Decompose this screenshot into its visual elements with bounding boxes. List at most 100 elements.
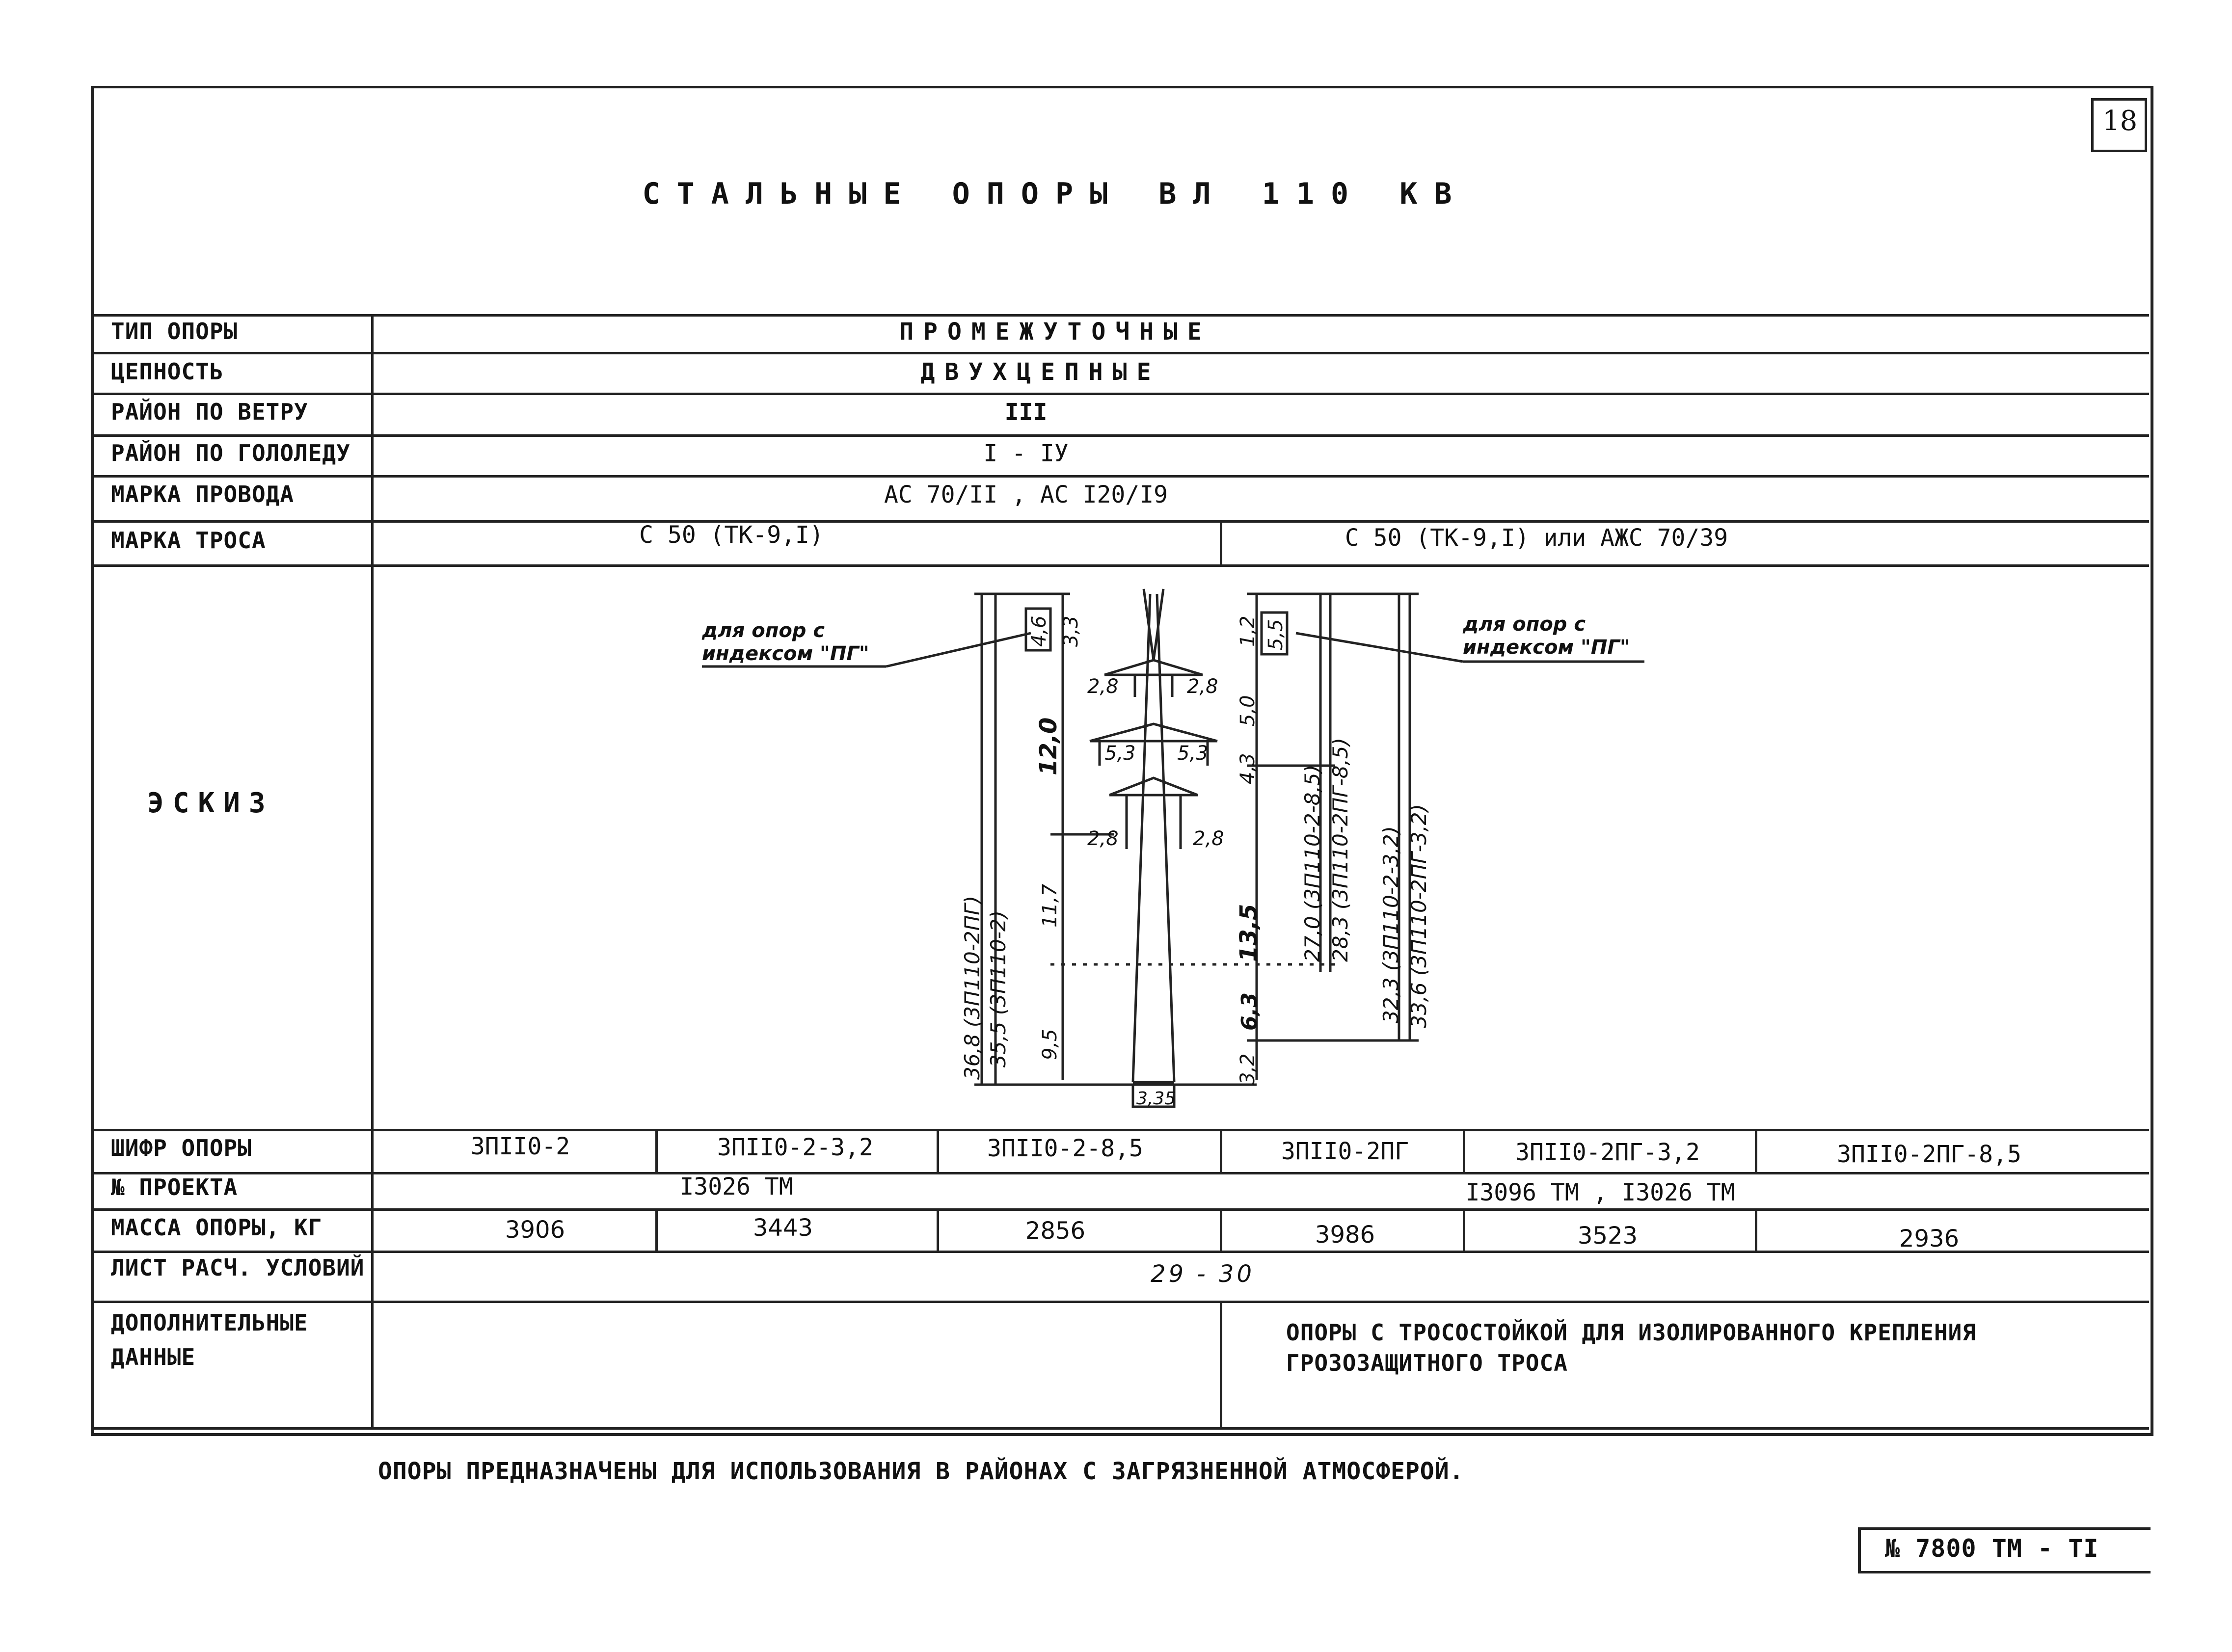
col-divider	[1220, 1301, 1222, 1427]
dim-3-2: 3,2	[1237, 1053, 1259, 1085]
dim-12-0: 12,0	[1035, 718, 1062, 775]
value-cable-right: С 50 (ТК-9,I) или АЖС 70/39	[1345, 524, 1728, 552]
height-33-6: 33,6 (3П110-2ПГ-3,2)	[1407, 804, 1431, 1028]
col-divider	[1220, 520, 1222, 564]
label-cable: МАРКА ТРОСА	[111, 527, 266, 554]
mass-cell: 3906	[505, 1216, 565, 1244]
note-right-1: для опор с	[1462, 613, 1586, 636]
col-divider	[1755, 1208, 1757, 1251]
doc-number-box	[1858, 1527, 2151, 1573]
value-circuits: ДВУХЦЕПНЫЕ	[920, 358, 1161, 386]
page-title: СТАЛЬНЫЕ ОПОРЫ ВЛ 110 КВ	[642, 177, 1469, 211]
code-cell: ЗПII0-2ПГ-3,2	[1515, 1139, 1700, 1166]
label-project: № ПРОЕКТА	[111, 1174, 238, 1200]
label-ice: РАЙОН ПО ГОЛОЛЕДУ	[111, 440, 350, 466]
crossarm-lower	[1109, 776, 1198, 797]
label-extra-2: ДАННЫЕ	[111, 1344, 196, 1370]
height-35-5: 35,5 (3П110-2)	[986, 910, 1010, 1067]
label-wind: РАЙОН ПО ВЕТРУ	[111, 399, 308, 425]
row-divider	[92, 314, 2149, 317]
tower-leg-right	[1156, 593, 1176, 1083]
col-divider	[1463, 1208, 1465, 1251]
tower-sketch: для опор с индексом "ПГ" для опор с инде…	[701, 588, 1644, 1109]
document-frame	[91, 86, 2153, 1436]
row-divider	[92, 475, 2149, 478]
row-divider	[92, 1301, 2149, 1303]
label-extra-1: ДОПОЛНИТЕЛЬНЫЕ	[111, 1309, 308, 1336]
note-left-1: для опор с	[701, 619, 825, 642]
label-wire: МАРКА ПРОВОДА	[111, 481, 295, 507]
value-wire: АС 70/II , АС I20/I9	[884, 481, 1168, 508]
dim-13-5: 13,5	[1235, 904, 1263, 962]
sheet-number: 18	[2102, 105, 2138, 137]
note-right-leader	[1295, 632, 1463, 663]
dim-11-7: 11,7	[1039, 883, 1061, 928]
dim-3-35: 3,35	[1136, 1089, 1176, 1109]
code-cell: ЗПII0-2	[470, 1133, 570, 1160]
label-code: ШИФР ОПОРЫ	[111, 1135, 252, 1161]
code-cell: ЗПII0-2ПГ	[1281, 1138, 1409, 1165]
dim-9-5: 9,5	[1039, 1029, 1061, 1060]
row-divider	[92, 1129, 2149, 1131]
dim-6-3: 6,3	[1237, 992, 1262, 1031]
col-divider	[937, 1208, 939, 1251]
dim-5-3-b: 5,3	[1177, 742, 1209, 765]
extra-value-1: ОПОРЫ С ТРОСОСТОЙКОЙ ДЛЯ ИЗОЛИРОВАННОГО …	[1286, 1319, 1977, 1346]
extra-value-2: ГРОЗОЗАЩИТНОГО ТРОСА	[1286, 1350, 1568, 1376]
value-ice: I - IУ	[983, 440, 1069, 467]
row-divider	[92, 1172, 2149, 1174]
row-divider	[92, 352, 2149, 354]
row-divider	[92, 1251, 2149, 1253]
col-divider	[655, 1208, 658, 1251]
dim-2-8-a: 2,8	[1087, 675, 1119, 698]
mass-cell: 3523	[1577, 1222, 1638, 1250]
col-divider	[1220, 1129, 1222, 1172]
label-circuits: ЦЕПНОСТЬ	[111, 358, 224, 385]
row-divider	[92, 564, 2149, 567]
row-divider	[92, 393, 2149, 395]
height-32-3: 32,3 (3П110-2-3,2)	[1379, 826, 1403, 1023]
col-divider	[1755, 1129, 1757, 1172]
value-type: ПРОМЕЖУТОЧНЫЕ	[899, 318, 1211, 346]
col-divider	[1463, 1129, 1465, 1172]
tower-leg-left	[1131, 593, 1152, 1083]
tower-peak	[1152, 588, 1165, 661]
sheet-number-box	[2091, 98, 2147, 152]
box-5-5	[1260, 611, 1289, 656]
label-column-divider	[371, 314, 374, 1427]
crossarm-top	[1104, 659, 1203, 676]
doc-number: № 7800 ТМ - ТI	[1885, 1534, 2099, 1563]
mass-cell: 3986	[1315, 1221, 1375, 1249]
dim-2-8-c: 2,8	[1087, 827, 1119, 850]
project-right: I3096 ТМ , I3026 ТМ	[1465, 1179, 1735, 1206]
dim-4-3: 4,3	[1237, 753, 1259, 784]
label-type: ТИП ОПОРЫ	[111, 318, 238, 345]
col-divider	[937, 1129, 939, 1172]
dim-2-8-b: 2,8	[1187, 675, 1218, 698]
value-wind: III	[1004, 399, 1048, 426]
box-4-6	[1024, 607, 1052, 652]
label-sketch: ЭСКИЗ	[147, 787, 274, 819]
label-calc-sheet: ЛИСТ РАСЧ. УСЛОВИЙ	[111, 1254, 365, 1281]
code-cell: ЗПII0-2-8,5	[987, 1135, 1143, 1162]
col-divider	[655, 1129, 658, 1172]
sketch-labels: для опор с индексом "ПГ" для опор с инде…	[701, 613, 1630, 1109]
dim-5-5: 5,5	[1264, 619, 1287, 650]
dim-4-6: 4,6	[1028, 615, 1050, 647]
dim-5-0: 5,0	[1237, 695, 1259, 726]
value-calc-sheet: 29 - 30	[1151, 1260, 1255, 1288]
mass-cell: 2856	[1025, 1217, 1086, 1245]
height-28-3: 28,3 (3П110-2ПГ-8,5)	[1328, 738, 1352, 962]
crossarm-middle	[1089, 722, 1218, 743]
mass-cell: 2936	[1899, 1225, 1960, 1252]
dim-2-8-d: 2,8	[1193, 827, 1224, 850]
dim-3-3: 3,3	[1060, 615, 1082, 647]
tower-peak	[1142, 588, 1155, 661]
row-divider	[92, 1208, 2149, 1211]
note-left-2: индексом "ПГ"	[702, 642, 869, 665]
project-left: I3026 ТМ	[679, 1173, 793, 1200]
label-mass: МАССА ОПОРЫ, КГ	[111, 1214, 323, 1241]
tower-drawing	[702, 588, 1644, 1108]
mass-cell: 3443	[753, 1214, 813, 1242]
code-cell: ЗПII0-2-3,2	[717, 1134, 873, 1161]
